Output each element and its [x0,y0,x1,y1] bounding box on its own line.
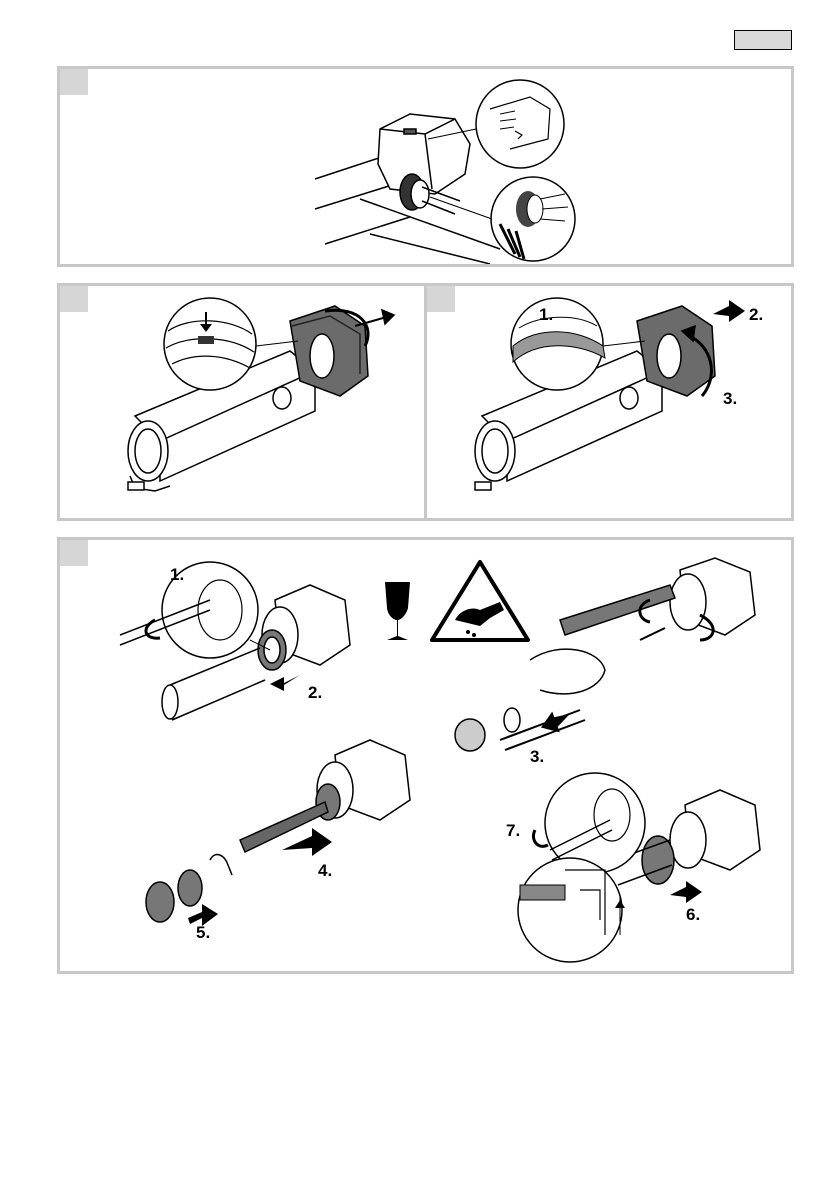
step-label-4: 4. [318,861,332,880]
panel-step-2 [57,283,427,521]
step-label-1: 1. [539,305,553,324]
step-label-7: 7. [506,821,520,840]
replace-lamp-illustration: 1. 2. 3. [60,540,791,971]
language-tab [734,30,792,50]
cut-hazard-warning-icon [432,562,528,640]
step-label-3: 3. [723,389,737,408]
panel-step-4: 1. 2. 3. [57,537,794,974]
push-arrow-icon [713,300,745,322]
step-label-6: 6. [686,905,700,924]
detail-circle-bottom [430,177,575,261]
uvc-clarifier-illustration [60,69,791,264]
detail-circle-bottom [518,858,625,962]
step-label-2: 2. [308,683,322,702]
panel-step-1 [57,66,794,267]
pull-arrow-icon [270,675,300,691]
step-label-5: 5. [196,923,210,942]
step-label-3: 3. [530,747,544,766]
fragile-glass-icon [385,582,410,640]
step-label-1: 1. [170,565,184,584]
assembly-remove-lamp [455,558,755,751]
panel-step-3: 1. 2. 3. [424,283,794,521]
assembly-insert-lamp [146,740,410,922]
install-cap-illustration: 1. 2. 3. [427,286,791,518]
detail-circle-top [533,773,645,873]
step-label-2: 2. [749,305,763,324]
remove-cap-illustration [60,286,424,518]
detail-circle-screw [120,562,270,658]
